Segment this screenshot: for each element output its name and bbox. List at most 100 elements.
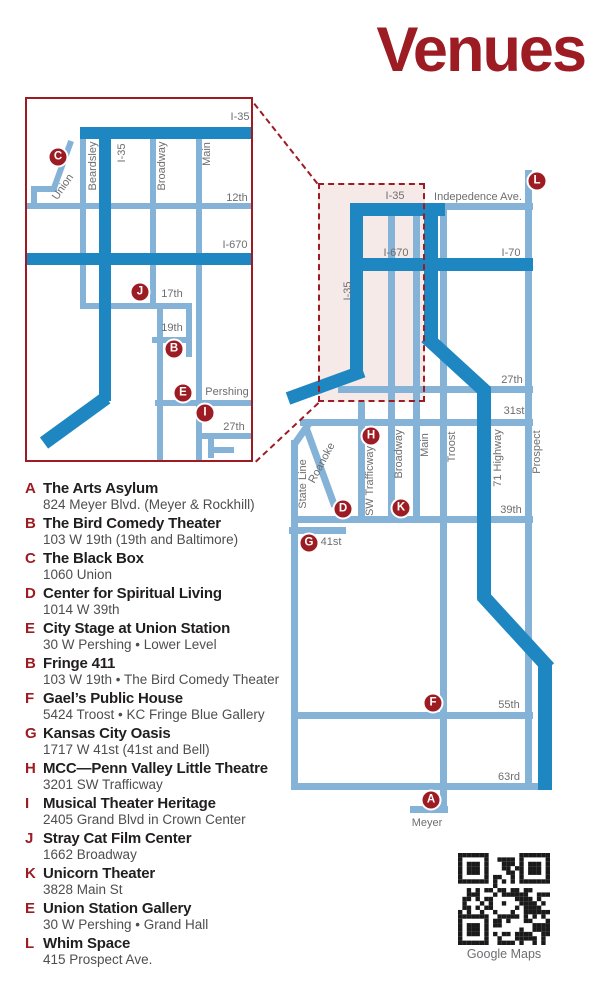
qr-code-image (458, 853, 550, 945)
street-label: I-670 (222, 239, 248, 251)
venue-letter: E (25, 620, 36, 637)
road-segment (413, 214, 420, 523)
venue-address: 1717 W 41st (41st and Bell) (43, 742, 210, 757)
road-segment (338, 386, 533, 393)
venue-letter: I (25, 795, 30, 812)
street-label: 27th (223, 421, 245, 433)
venue-name: City Stage at Union Station (43, 620, 231, 637)
road-segment (525, 170, 532, 790)
street-label: I-35 (116, 143, 128, 163)
venue-marker-l: L (526, 170, 548, 192)
venue-marker-i: I (194, 402, 216, 424)
venue-address: 103 W 19th • The Bird Comedy Theater (43, 672, 280, 687)
venue-address: 1014 W 39th (43, 602, 120, 617)
venue-marker-k: K (390, 497, 412, 519)
road-segment (289, 527, 346, 534)
road-segment (208, 447, 234, 453)
street-label: Prospect (531, 430, 543, 474)
road-segment (27, 203, 251, 209)
road-segment (196, 133, 202, 460)
road-segment (424, 203, 438, 344)
venue-letter: A (25, 480, 36, 497)
venue-letter: H (25, 760, 36, 777)
road-segment (291, 440, 298, 790)
street-label: I-70 (501, 247, 521, 259)
venue-letter: L (25, 935, 35, 952)
road-segment (80, 127, 251, 139)
venue-address: 3828 Main St (43, 882, 123, 897)
venue-letter: B (25, 515, 36, 532)
venue-letter: B (25, 655, 36, 672)
street-label: 55th (498, 699, 520, 711)
venue-name: The Arts Asylum (43, 480, 159, 497)
road-segment (291, 516, 533, 523)
road-segment (388, 214, 395, 523)
road-segment (440, 205, 447, 813)
street-label: Pershing (205, 386, 249, 398)
venue-marker-b: B (163, 338, 185, 360)
street-label: 12th (226, 192, 248, 204)
qr-code (458, 853, 550, 945)
street-label: I-35 (230, 111, 250, 123)
venue-address: 824 Meyer Blvd. (Meyer & Rockhill) (43, 497, 255, 512)
highlight-outline (318, 183, 425, 402)
venue-name: Stray Cat Film Center (43, 830, 192, 847)
street-label: Troost (446, 431, 458, 463)
street-label: 19th (161, 322, 183, 334)
venue-name: MCC—Penn Valley Little Theatre (43, 760, 268, 777)
street-label: 17th (161, 288, 183, 300)
venue-name: Fringe 411 (43, 655, 116, 672)
venue-marker-g: G (298, 532, 320, 554)
road-segment (477, 388, 491, 599)
road-segment (186, 303, 192, 357)
venue-name: The Bird Comedy Theater (43, 515, 221, 532)
venue-marker-a: A (420, 789, 442, 811)
road-segment (291, 712, 533, 719)
venue-marker-c: C (47, 146, 69, 168)
road-segment (99, 127, 111, 401)
road-segment (350, 258, 533, 271)
venue-address: 103 W 19th (19th and Baltimore) (43, 532, 239, 547)
venue-name: Union Station Gallery (43, 900, 192, 917)
venue-address: 30 W Pershing • Grand Hall (43, 917, 209, 932)
venue-address: 3201 SW Trafficway (43, 777, 163, 792)
venue-address: 1060 Union (43, 567, 113, 582)
qr-caption-label: Google Maps (466, 947, 542, 961)
road-segment (432, 203, 533, 210)
venue-address: 5424 Troost • KC Fringe Blue Gallery (43, 707, 265, 722)
venue-marker-d: D (332, 498, 354, 520)
venue-letter: K (25, 865, 36, 882)
venue-letter: J (25, 830, 34, 847)
venue-letter: F (25, 690, 35, 707)
street-label: Main (419, 433, 431, 457)
road-segment (80, 133, 86, 309)
street-label: I-35 (342, 281, 354, 301)
venue-name: The Black Box (43, 550, 144, 567)
inset-connector-top (253, 103, 319, 185)
venue-address: 1662 Broadway (43, 847, 137, 862)
road-segment (208, 438, 214, 458)
venue-letter: C (25, 550, 36, 567)
street-label: I-35 (385, 190, 405, 202)
street-label: 71 Highway (492, 429, 504, 487)
street-label: 63rd (497, 771, 521, 783)
street-label: 27th (501, 374, 523, 386)
page-title: Venues (376, 15, 587, 85)
street-label: 39th (500, 504, 522, 516)
street-label: State Line (297, 459, 309, 509)
highlight-area (318, 183, 425, 402)
road-segment (358, 402, 365, 523)
street-label: Beardsley (87, 141, 99, 191)
